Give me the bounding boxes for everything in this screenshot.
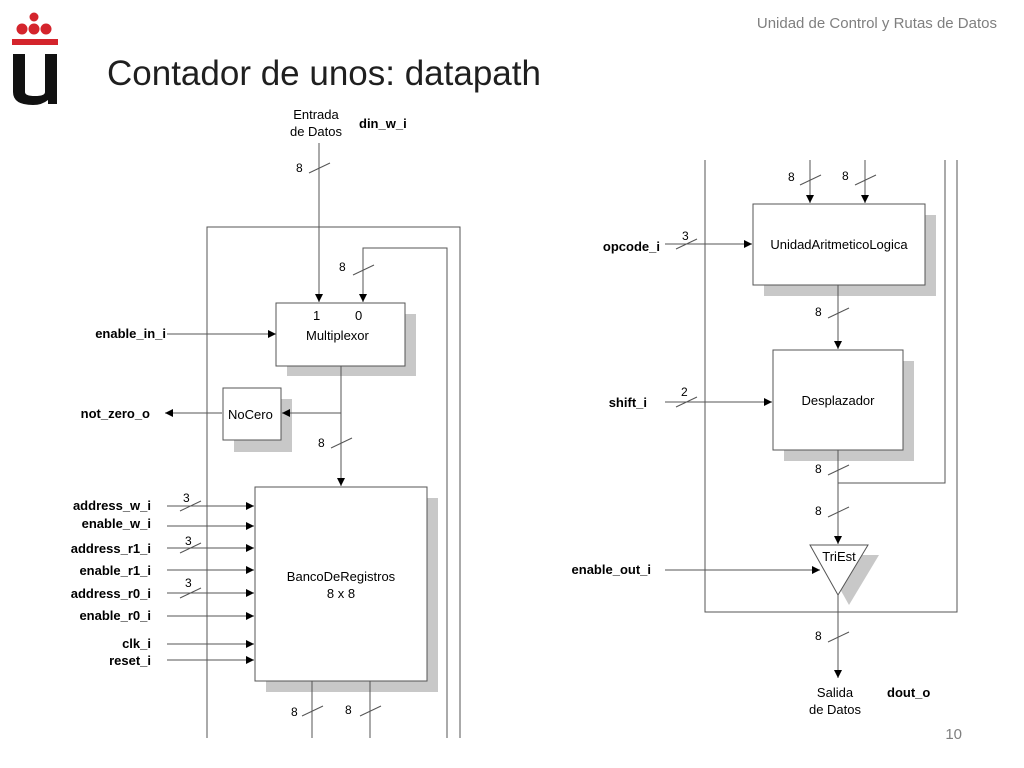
input-caption-line1: Entrada	[293, 107, 339, 122]
signal-shift: shift_i	[609, 395, 647, 410]
signal-enable-w: enable_w_i	[82, 516, 151, 531]
signal-reset: reset_i	[109, 653, 151, 668]
signal-enable-r1: enable_r1_i	[79, 563, 151, 578]
input-signal-name: din_w_i	[359, 116, 407, 131]
bus-width-shift-out: 8	[815, 462, 822, 476]
output-caption-line1: Salida	[817, 685, 854, 700]
multiplexor-label: Multiplexor	[306, 328, 370, 343]
bus-width-tri-out: 8	[815, 629, 822, 643]
multiplexor-input-0-label: 0	[355, 308, 362, 323]
bus-width-banco-out-b: 8	[345, 703, 352, 717]
signal-enable-r0: enable_r0_i	[79, 608, 151, 623]
signal-enable-in: enable_in_i	[95, 326, 166, 341]
signal-address-w: address_w_i	[73, 498, 151, 513]
bus-width-din: 8	[296, 161, 303, 175]
alu-block	[752, 203, 926, 286]
multiplexor-input-1-label: 1	[313, 308, 320, 323]
desplazador-label: Desplazador	[802, 393, 876, 408]
alu-label: UnidadAritmeticoLogica	[770, 237, 908, 252]
signal-opcode: opcode_i	[603, 239, 660, 254]
triest-buffer	[809, 544, 869, 596]
nocero-block	[222, 387, 282, 441]
signal-not-zero: not_zero_o	[81, 406, 150, 421]
bus-width-mux0: 8	[339, 260, 346, 274]
bus-width-alu-b: 8	[842, 169, 849, 183]
bus-width-mux-out: 8	[318, 436, 325, 450]
bus-width-alu-a: 8	[788, 170, 795, 184]
page-number: 10	[945, 726, 962, 743]
bus-width-shift: 2	[681, 385, 688, 399]
triest-label: TriEst	[822, 549, 856, 564]
banco-registros-label: BancoDeRegistros	[287, 569, 396, 584]
banco-registros-size-label: 8 x 8	[327, 586, 355, 601]
bus-width-banco-out-a: 8	[291, 705, 298, 719]
signal-address-r1: address_r1_i	[71, 541, 151, 556]
logo-u-shape	[13, 54, 57, 105]
bus-slashes	[179, 162, 877, 717]
input-caption-line2: de Datos	[290, 124, 343, 139]
university-logo	[12, 12, 58, 105]
signal-enable-out: enable_out_i	[572, 562, 651, 577]
section-header: Unidad de Control y Rutas de Datos	[756, 15, 997, 32]
signal-clk: clk_i	[122, 636, 151, 651]
bus-width-addr-w: 3	[183, 491, 190, 505]
signal-address-r0: address_r0_i	[71, 586, 151, 601]
logo-dots	[12, 12, 58, 45]
output-signal-name: dout_o	[887, 685, 930, 700]
bus-width-tri-in: 8	[815, 504, 822, 518]
bus-width-addr-r1: 3	[185, 534, 192, 548]
left-wires	[165, 143, 371, 738]
output-caption-line2: de Datos	[809, 702, 862, 717]
nocero-label: NoCero	[228, 407, 273, 422]
right-wires	[665, 160, 869, 678]
bus-width-alu-out: 8	[815, 305, 822, 319]
desplazador-block	[772, 349, 904, 451]
bus-width-addr-r0: 3	[185, 576, 192, 590]
page-title: Contador de unos: datapath	[107, 54, 541, 93]
banco-registros-block	[254, 486, 428, 682]
right-enclosure	[704, 160, 958, 613]
bus-width-opcode: 3	[682, 229, 689, 243]
